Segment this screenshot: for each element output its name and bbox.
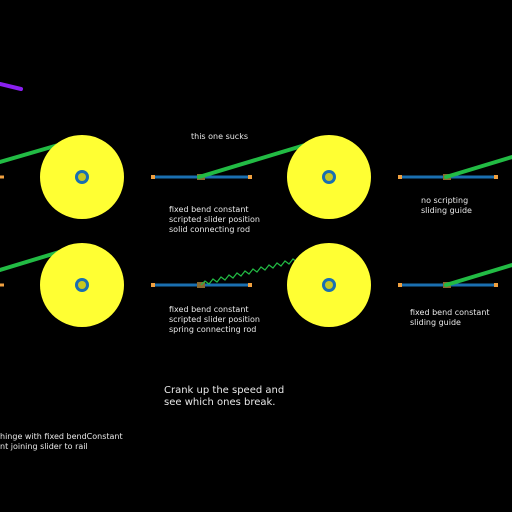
connecting-rod[interactable] [444,263,512,287]
connecting-rod[interactable] [444,155,512,179]
rail-end-left [398,283,402,287]
rail-end-left [398,175,402,179]
mechanism-top-left [40,135,327,219]
rail-end-right [248,283,252,287]
label-setup-c: fixed bend constant scripted slider posi… [169,305,260,334]
rail-end-right [248,175,252,179]
label-crank-note: Crank up the speed and see which ones br… [164,385,285,408]
mechanism-bottom-right [287,243,512,327]
mechanism-bottom-left [40,243,326,327]
mechanism-top-right [287,135,512,219]
label-this-one-sucks: this one sucks [191,132,249,141]
hub-inner-icon [78,281,86,289]
rail-end-left [151,283,155,287]
label-hinge-note: hinge with fixed bendConstant nt joining… [0,432,123,451]
rail-end-left [151,175,155,179]
purple-rod[interactable] [0,82,23,91]
hub-inner-icon [325,281,333,289]
label-setup-d: fixed bend constant sliding guide [410,308,490,327]
label-setup-b: no scripting sliding guide [421,196,472,215]
rail-end-right [494,175,498,179]
hub-inner-icon [78,173,86,181]
label-setup-a: fixed bend constant scripted slider posi… [169,205,260,234]
hub-inner-icon [325,173,333,181]
rail-end-right [494,283,498,287]
